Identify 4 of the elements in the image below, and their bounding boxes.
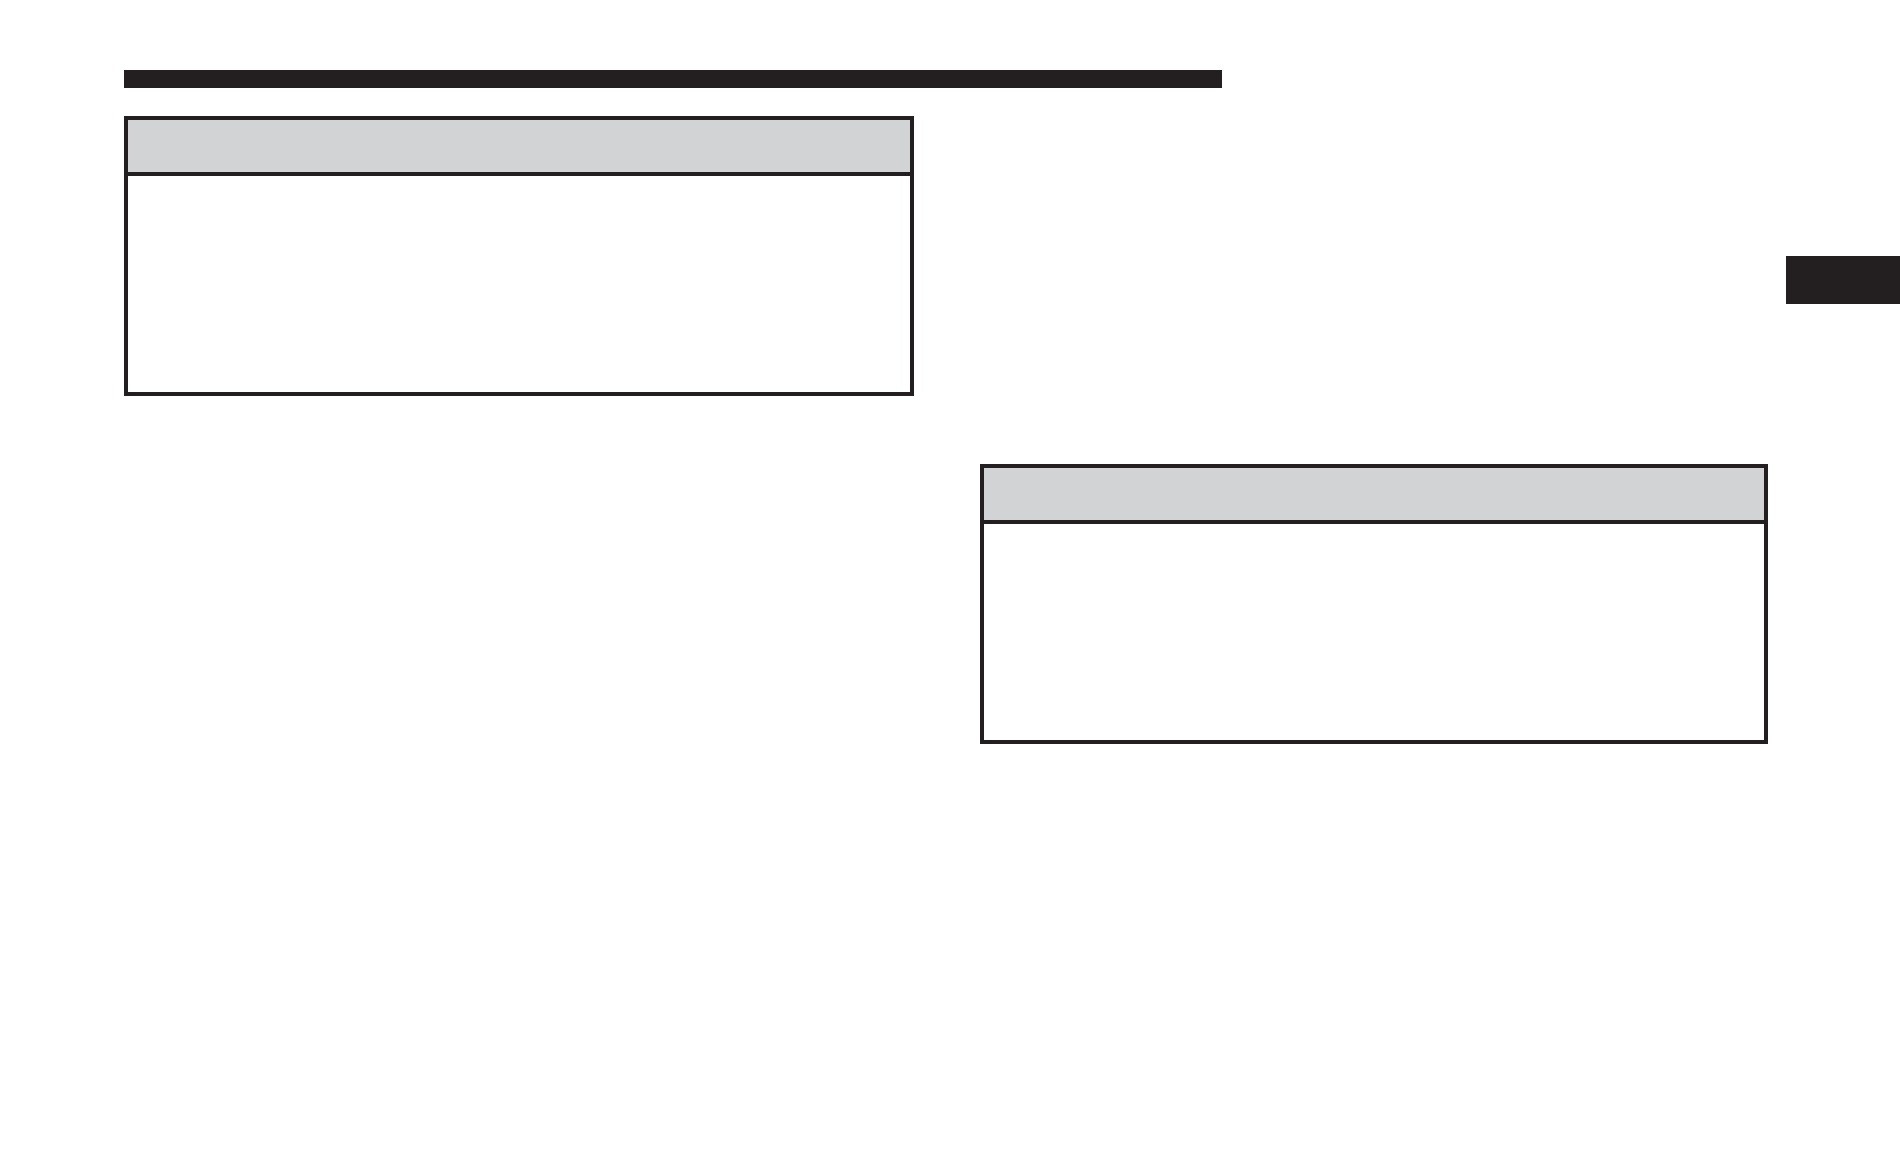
heading-band — [128, 120, 910, 176]
notice-box — [124, 116, 914, 396]
notice-box — [980, 464, 1768, 744]
heading-band — [984, 468, 1764, 524]
